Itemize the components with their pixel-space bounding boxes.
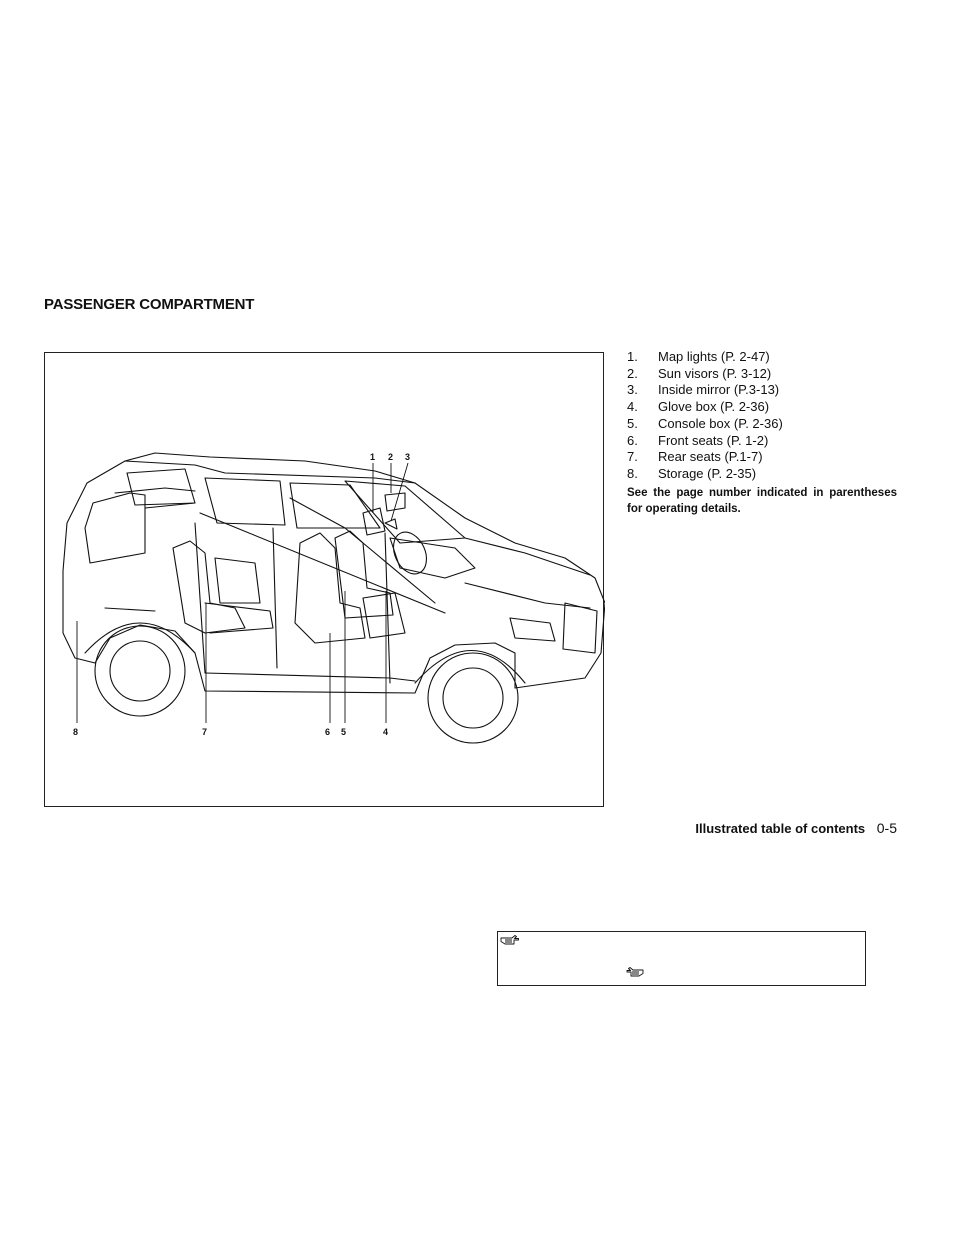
legend-item-number: 6. <box>627 432 638 448</box>
legend-item: 1. Map lights (P. 2-47) <box>627 349 897 366</box>
legend-item: 6. Front seats (P. 1-2) <box>627 433 897 450</box>
legend-list: 1. Map lights (P. 2-47) 2. Sun visors (P. … <box>627 349 897 483</box>
legend-item: 5. Console box (P. 2-36) <box>627 416 897 433</box>
callout-8: 8 <box>73 727 78 737</box>
footer-title: Illustrated table of contents <box>695 821 866 836</box>
legend-item: 7. Rear seats (P.1-7) <box>627 449 897 466</box>
callout-3: 3 <box>405 452 410 462</box>
pointing-hand-icon <box>500 935 519 945</box>
legend-item-label: Rear seats (P.1-7) <box>658 449 763 465</box>
reference-box <box>497 931 866 986</box>
legend-item-label: Glove box (P. 2-36) <box>658 399 770 415</box>
callout-4: 4 <box>383 727 388 737</box>
callout-6: 6 <box>325 727 330 737</box>
legend-item-number: 7. <box>627 449 638 465</box>
callout-7: 7 <box>202 727 207 737</box>
vehicle-interior-illustration: 1 2 3 8 7 6 5 4 <box>62 452 605 744</box>
legend-item-label: Console box (P. 2-36) <box>658 415 783 431</box>
legend-item: 8. Storage (P. 2-35) <box>627 466 897 483</box>
legend-item-number: 1. <box>627 349 638 364</box>
legend-item: 2. Sun visors (P. 3-12) <box>627 366 897 383</box>
legend-item-label: Storage (P. 2-35) <box>658 465 757 481</box>
operating-details-note: See the page number indicated in parenth… <box>627 487 897 515</box>
section-title: PASSENGER COMPARTMENT <box>44 296 255 313</box>
legend-item: 4. Glove box (P. 2-36) <box>627 399 897 416</box>
page-footer: Illustrated table of contents 0-5 <box>560 820 897 836</box>
pointing-hand-icon <box>626 967 644 977</box>
legend-item: 3. Inside mirror (P.3-13) <box>627 382 897 399</box>
legend-item-label: Map lights (P. 2-47) <box>658 349 770 364</box>
page-number: 0-5 <box>876 820 897 836</box>
legend-item-number: 5. <box>627 415 638 431</box>
legend-item-number: 3. <box>627 382 638 398</box>
legend-item-number: 4. <box>627 399 638 415</box>
passenger-compartment-figure: 1 2 3 8 7 6 5 4 <box>44 352 605 807</box>
legend-item-number: 8. <box>627 465 638 481</box>
legend-item-label: Inside mirror (P.3-13) <box>658 382 780 398</box>
legend-item-number: 2. <box>627 365 638 381</box>
callout-5: 5 <box>341 727 346 737</box>
legend-item-label: Sun visors (P. 3-12) <box>658 365 772 381</box>
callout-2: 2 <box>388 452 393 462</box>
legend-item-label: Front seats (P. 1-2) <box>658 432 769 448</box>
callout-1: 1 <box>370 452 375 462</box>
